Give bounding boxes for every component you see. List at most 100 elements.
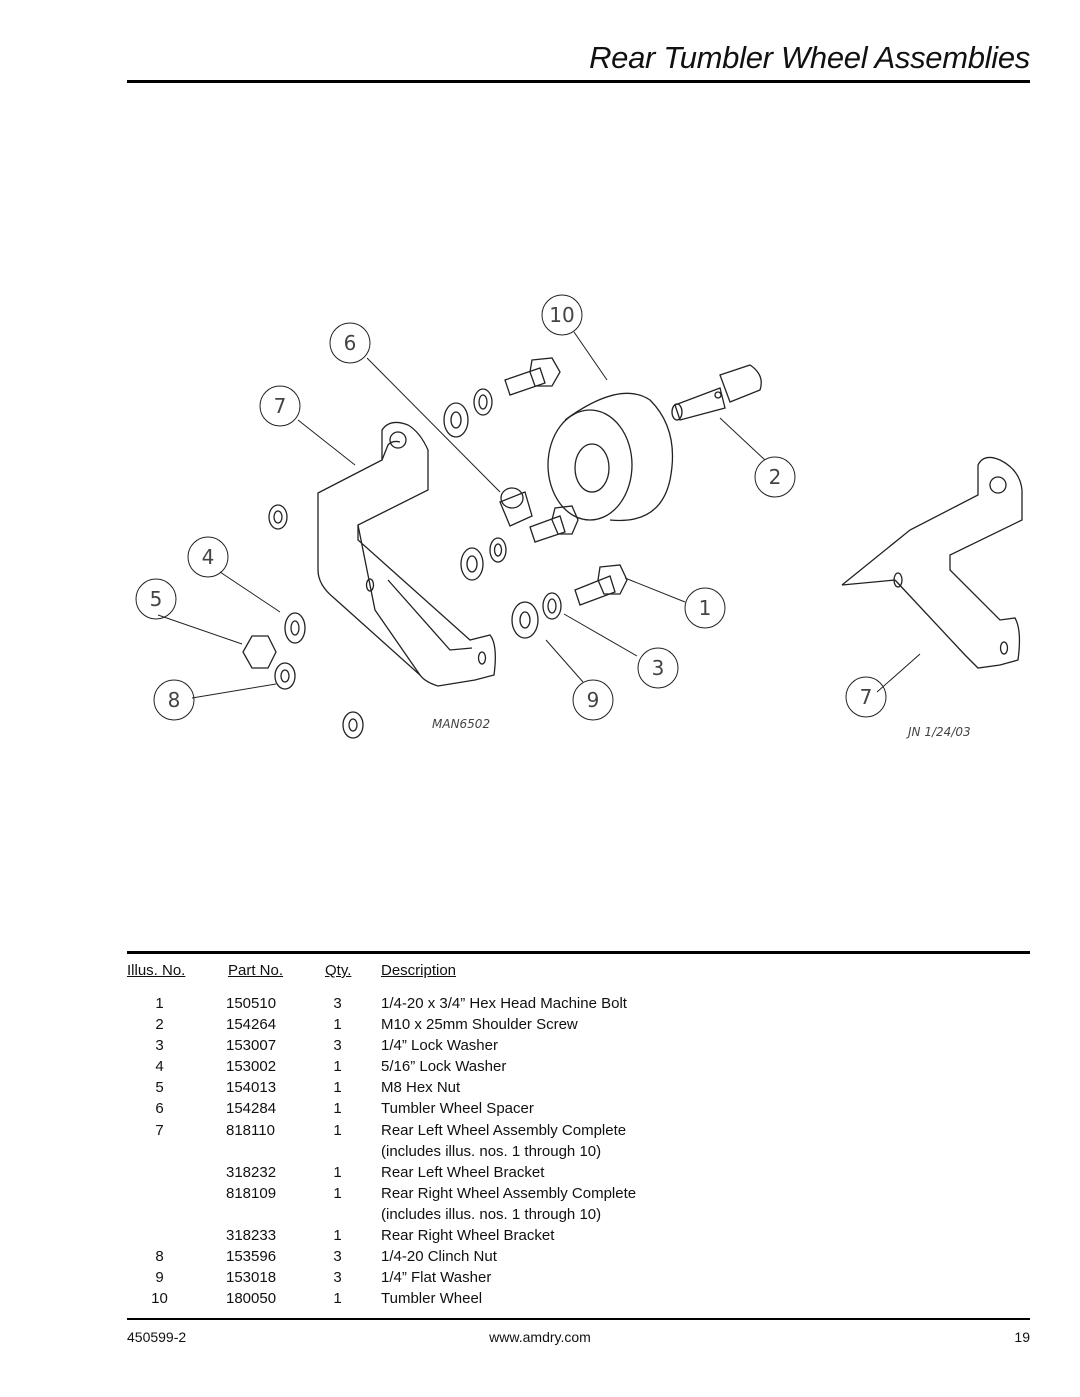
part-no: 154264: [226, 1016, 277, 1034]
illus-no: 1: [155, 995, 164, 1012]
description: Tumbler Wheel: [381, 1290, 483, 1308]
illus-no: 10: [151, 1290, 168, 1308]
description: Tumbler Wheel Spacer: [381, 1100, 534, 1118]
illus-no: 6: [155, 1100, 164, 1118]
qty: 3: [333, 1248, 342, 1266]
qty: 3: [333, 1269, 342, 1287]
part-no: 818109: [226, 1184, 277, 1202]
part-no: 318233: [226, 1227, 277, 1245]
callout-2: 2: [769, 465, 782, 489]
callout-4: 4: [202, 545, 215, 569]
table-row: 6 154284 1 Tumbler Wheel Spacer: [0, 1100, 1080, 1121]
part-no: 153018: [226, 1269, 277, 1287]
description: Rear Right Wheel Bracket: [381, 1227, 555, 1245]
table-row: 2 154264 1 M10 x 25mm Shoulder Screw: [0, 1016, 1080, 1037]
part-no: 153007: [226, 1037, 277, 1055]
table-row: 8 153596 3 1/4-20 Clinch Nut: [0, 1248, 1080, 1269]
table-row: 318232 1 Rear Left Wheel Bracket: [0, 1164, 1080, 1185]
description: M10 x 25mm Shoulder Screw: [381, 1016, 578, 1034]
table-row: 9 153018 3 1/4” Flat Washer: [0, 1269, 1080, 1290]
description: Rear Left Wheel Assembly Complete: [381, 1121, 627, 1139]
callout-6: 6: [344, 331, 357, 355]
description: 1/4-20 x 3/4” Hex Head Machine Bolt: [381, 995, 627, 1012]
qty: 1: [333, 1227, 342, 1245]
title-rule: [127, 80, 1030, 83]
header-part-no: Part No.: [228, 962, 284, 979]
callout-7-right: 7: [860, 685, 873, 709]
qty: 1: [333, 1058, 342, 1076]
part-no: 154284: [226, 1100, 277, 1118]
qty: 1: [333, 1184, 342, 1202]
description: M8 Hex Nut: [381, 1079, 461, 1097]
footer-rule: [127, 1318, 1030, 1320]
leader-lines: [157, 331, 921, 699]
qty: 3: [333, 1037, 342, 1055]
callout-circles: [135, 294, 887, 721]
part-no: 180050: [226, 1290, 277, 1308]
tumbler-wheel: [547, 392, 674, 522]
table-row: (includes illus. nos. 1 through 10): [0, 1206, 1080, 1227]
illus-no: 7: [155, 1121, 164, 1139]
table-row: 5 154013 1 M8 Hex Nut: [0, 1079, 1080, 1100]
callout-5: 5: [150, 587, 163, 611]
header-description: Description: [381, 962, 457, 979]
part-no: 153596: [226, 1248, 277, 1266]
callout-1: 1: [699, 596, 712, 620]
parts-table-header: Illus. No. Part No. Qty. Description: [0, 962, 1080, 984]
table-top-rule: [127, 951, 1030, 954]
left-wheel-bracket: [317, 421, 496, 687]
callout-8: 8: [168, 688, 181, 712]
drafter-initials-date: JN 1/24/03: [906, 725, 971, 739]
drawing-number: MAN6502: [432, 717, 490, 731]
callout-9: 9: [587, 688, 600, 712]
qty: 3: [333, 995, 342, 1012]
website-link[interactable]: www.amdry.com: [489, 1329, 591, 1345]
table-row: 4 153002 1 5/16” Lock Washer: [0, 1058, 1080, 1079]
header-illus-no: Illus. No.: [127, 962, 186, 979]
description: 1/4” Lock Washer: [381, 1037, 498, 1055]
page-number: 19: [1014, 1329, 1030, 1345]
header-qty: Qty.: [325, 962, 352, 979]
table-row: 1 150510 3 1/4-20 x 3/4” Hex Head Machin…: [0, 995, 1080, 1016]
washers-and-nuts: [242, 388, 562, 739]
table-row: 3 153007 3 1/4” Lock Washer: [0, 1037, 1080, 1058]
table-row: 818109 1 Rear Right Wheel Assembly Compl…: [0, 1185, 1080, 1206]
exploded-parts-diagram: 10 6 7 2 4 5 1 3 8 9 7 MAN6502 JN 1/24/0…: [120, 280, 1030, 750]
illus-no: 8: [155, 1248, 164, 1266]
callout-3: 3: [652, 656, 665, 680]
illus-no: 2: [155, 1016, 164, 1034]
part-no: 318232: [226, 1163, 277, 1181]
document-number: 450599-2: [127, 1329, 187, 1345]
description: (includes illus. nos. 1 through 10): [381, 1142, 602, 1160]
table-row: 318233 1 Rear Right Wheel Bracket: [0, 1227, 1080, 1248]
table-row: 7 818110 1 Rear Left Wheel Assembly Comp…: [0, 1122, 1080, 1143]
part-no: 153002: [226, 1058, 277, 1076]
illus-no: 4: [155, 1058, 164, 1076]
part-no: 818110: [226, 1121, 275, 1139]
table-row: 10 180050 1 Tumbler Wheel: [0, 1290, 1080, 1311]
right-wheel-bracket: [841, 456, 1023, 669]
callout-7-left: 7: [274, 394, 287, 418]
table-row: (includes illus. nos. 1 through 10): [0, 1143, 1080, 1164]
page-title: Rear Tumbler Wheel Assemblies: [589, 40, 1030, 75]
qty: 1: [333, 1079, 342, 1097]
description: 1/4” Flat Washer: [381, 1269, 492, 1287]
description: (includes illus. nos. 1 through 10): [381, 1205, 602, 1223]
qty: 1: [333, 1121, 342, 1139]
shoulder-screw: [671, 364, 762, 421]
qty: 1: [333, 1100, 342, 1118]
qty: 1: [333, 1016, 342, 1034]
parts-table: 1 150510 3 1/4-20 x 3/4” Hex Head Machin…: [0, 995, 1080, 1311]
illus-no: 9: [155, 1269, 164, 1287]
hex-bolts: [504, 357, 628, 606]
description: Rear Left Wheel Bracket: [381, 1163, 545, 1181]
description: 1/4-20 Clinch Nut: [381, 1248, 497, 1266]
callout-10: 10: [549, 303, 574, 327]
qty: 1: [333, 1163, 342, 1181]
qty: 1: [333, 1290, 342, 1308]
illus-no: 3: [155, 1037, 164, 1055]
part-no: 154013: [226, 1079, 277, 1097]
illus-no: 5: [155, 1079, 164, 1097]
part-no: 150510: [226, 995, 277, 1012]
description: 5/16” Lock Washer: [381, 1058, 507, 1076]
